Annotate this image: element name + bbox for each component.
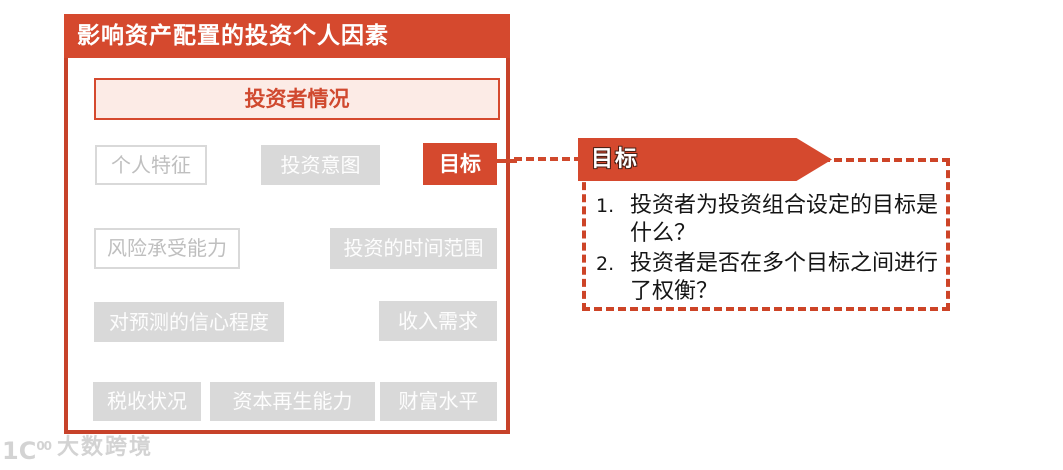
- factor-box-investment-intent: 投资意图: [261, 145, 380, 185]
- factor-box-personal-characteristics: 个人特征: [95, 145, 207, 185]
- list-item-number: 2.: [596, 253, 615, 275]
- watermark: 1C00 大数跨境: [2, 433, 153, 464]
- factor-box-risk-tolerance: 风险承受能力: [94, 228, 240, 269]
- factor-box-tax-status: 税收状况: [93, 382, 201, 421]
- list-item: 2. 投资者是否在多个目标之间进行了权衡？: [596, 250, 946, 306]
- watermark-text: 大数跨境: [57, 435, 154, 460]
- factor-box-income-needs: 收入需求: [379, 301, 497, 341]
- panel-title: 影响资产配置的投资个人因素: [64, 14, 510, 58]
- list-item-number: 1.: [596, 195, 615, 217]
- list-item-text: 投资者为投资组合设定的目标是什么？: [630, 193, 939, 246]
- connector-dashed-line: [514, 157, 582, 161]
- factor-box-wealth-level: 财富水平: [380, 382, 497, 421]
- factor-box-forecast-confidence: 对预测的信心程度: [94, 302, 284, 342]
- goal-banner-arrow: 目标: [578, 138, 832, 181]
- list-item-text: 投资者是否在多个目标之间进行了权衡？: [630, 251, 939, 304]
- personal-factors-panel: [64, 14, 510, 434]
- factor-box-goal-highlighted: 目标: [423, 143, 497, 185]
- list-item: 1. 投资者为投资组合设定的目标是什么？: [596, 192, 946, 248]
- goal-question-list: 1. 投资者为投资组合设定的目标是什么？ 2. 投资者是否在多个目标之间进行了权…: [596, 192, 946, 308]
- connector-solid-segment: [497, 159, 517, 163]
- factor-box-time-horizon: 投资的时间范围: [330, 228, 497, 269]
- goal-banner-label: 目标: [591, 146, 640, 172]
- investor-situation-header: 投资者情况: [94, 78, 500, 120]
- factor-box-capital-regeneration: 资本再生能力: [210, 382, 375, 421]
- watermark-logo-icon: 1C00: [2, 437, 52, 465]
